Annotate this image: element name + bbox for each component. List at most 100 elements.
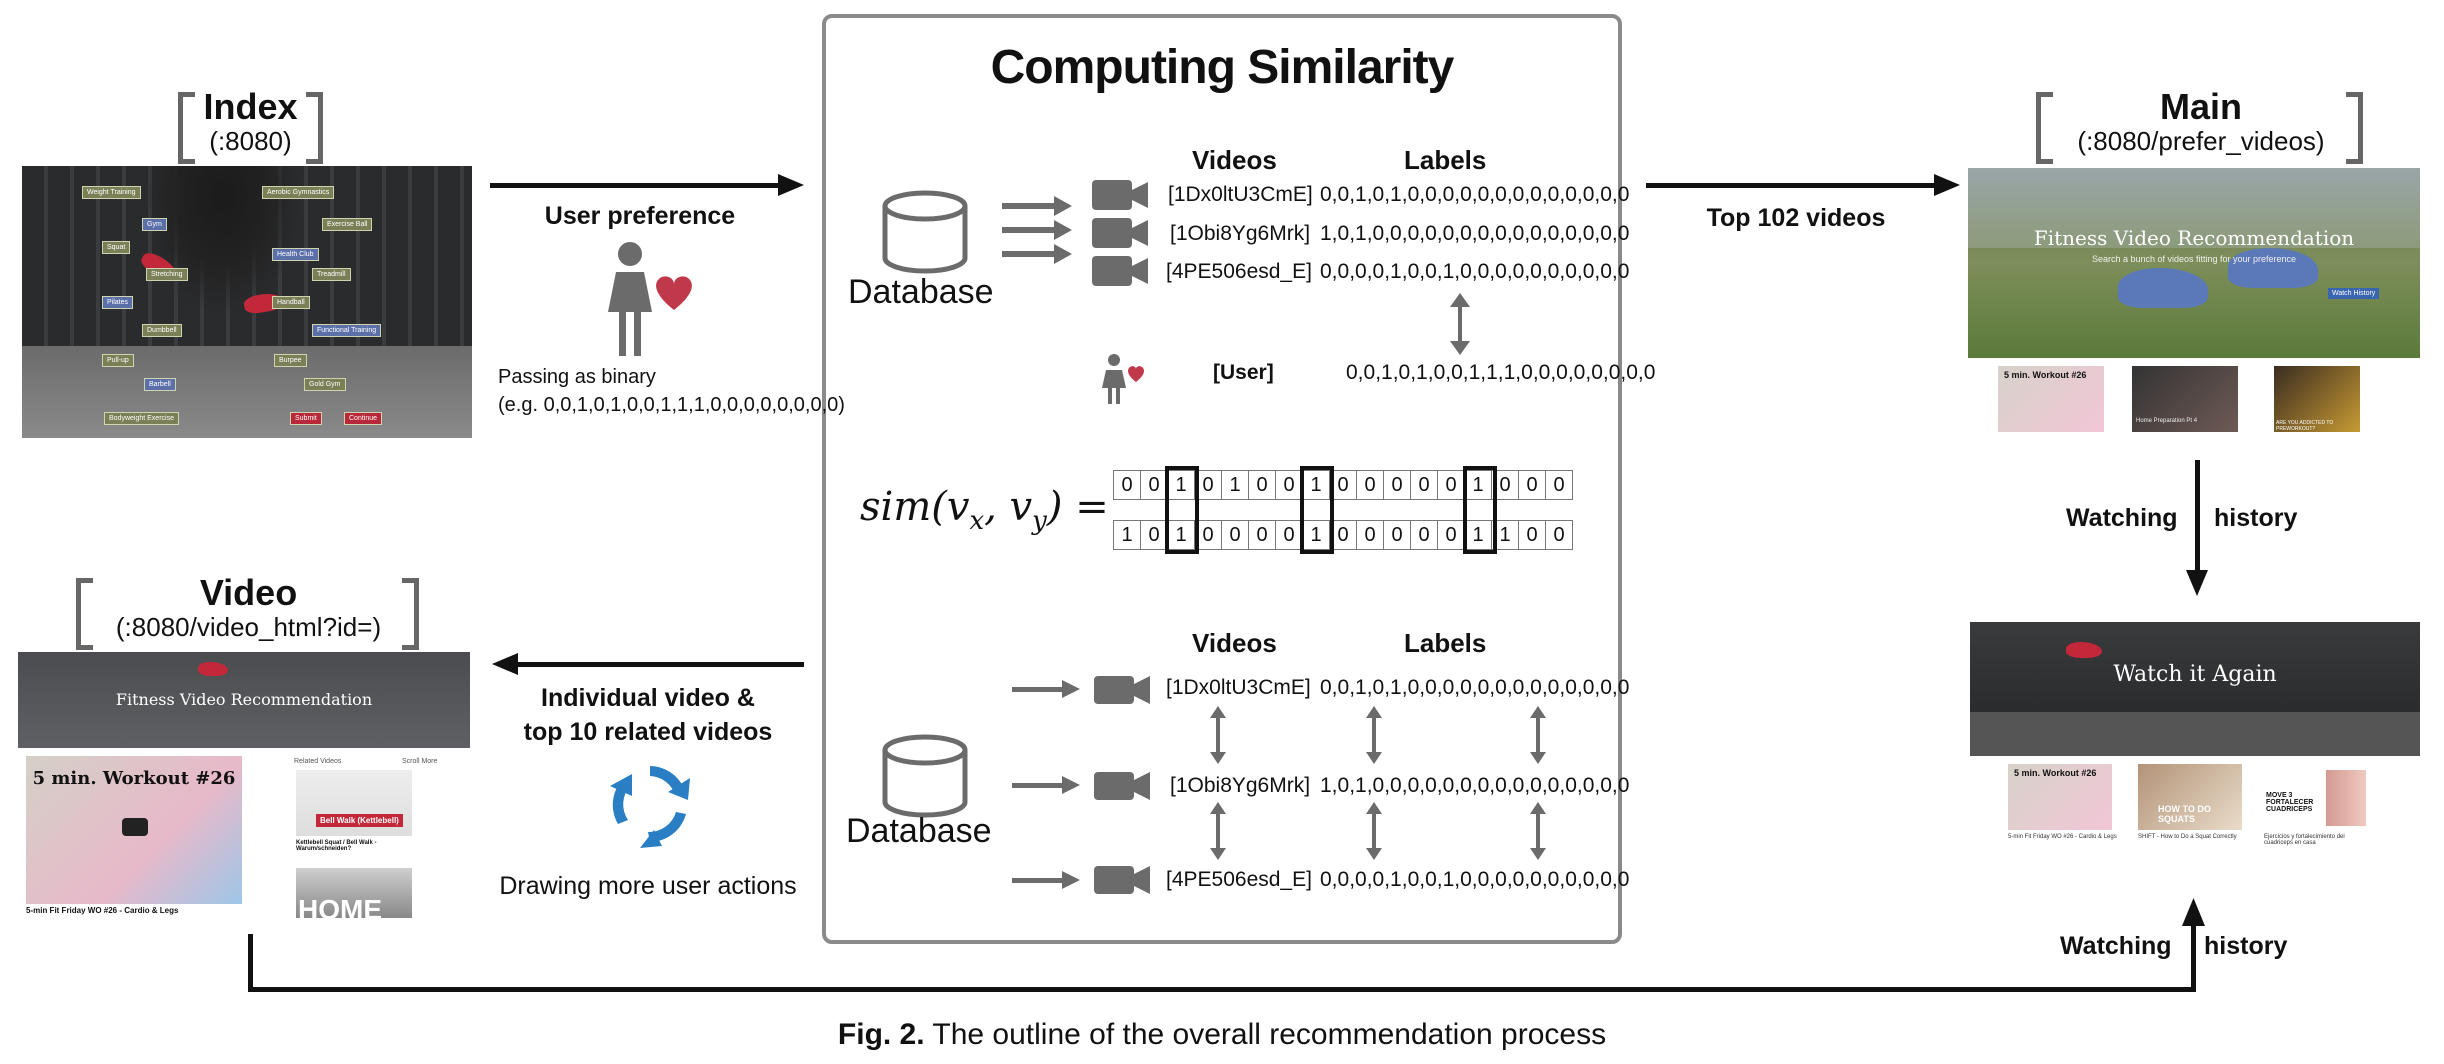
double-arrow-icon (1450, 293, 1470, 355)
preference-tag[interactable]: Continue (344, 412, 383, 425)
main-thumb[interactable]: Home Preparation Pt 4 (2132, 366, 2238, 432)
bit-cell: 1 (1113, 520, 1141, 550)
main-port: (:8080/prefer_videos) (2077, 126, 2325, 156)
thumb-title: ARE YOU ADDICTED TO PREWORKOUT? (2276, 420, 2334, 432)
related-thumb[interactable]: Bell Walk (Kettlebell) (296, 770, 412, 836)
hero-bg (1968, 168, 2420, 248)
video-id: [4PE506esd_E] (1166, 868, 1312, 891)
arrow-down (2186, 460, 2208, 596)
preference-tag[interactable]: Weight Training (82, 186, 141, 199)
videos-header: Videos (1192, 628, 1277, 658)
thumb-caption: 5-min Fit Friday WO #26 - Cardio & Legs (2008, 834, 2117, 840)
thumb-title: Home Preparation Pt 4 (2136, 418, 2198, 424)
video-camera-icon (1092, 180, 1148, 286)
bit-cell: 0 (1356, 470, 1384, 500)
related-header: Related Videos (294, 758, 342, 765)
bit-cell: 0 (1356, 520, 1384, 550)
again-thumb[interactable]: 5 min. Workout #26 (2008, 764, 2112, 830)
figure-caption: Fig. 2. The outline of the overall recom… (0, 1018, 2444, 1052)
preference-tag[interactable]: Treadmill (312, 268, 351, 281)
figure-label: Fig. 2. (837, 1018, 925, 1051)
scroll-more-link[interactable]: Scroll More (402, 758, 438, 765)
refresh-cycle-icon (610, 766, 690, 848)
shoe-blue (2228, 248, 2318, 288)
preference-tag[interactable]: Handball (272, 296, 310, 309)
database-label: Database (846, 812, 992, 850)
preference-tag[interactable]: Functional Training (312, 324, 382, 337)
thumb-caption: Ejercicios y fortalecimiento del cuadric… (2264, 834, 2345, 846)
watching-history-label: Watching (2066, 504, 2178, 532)
video-port: (:8080/video_html?id=) (115, 612, 382, 642)
bit-cell: 0 (1140, 470, 1168, 500)
bit-cell: 0 (1248, 520, 1276, 550)
bit-cell: 0 (1545, 520, 1573, 550)
main-video-player[interactable]: 5 min. Workout #26 (26, 756, 242, 904)
thumb-title: 5 min. Workout #26 (32, 768, 236, 789)
video-header-screenshot: Fitness Video Recommendation (18, 652, 470, 748)
bit-cell: 0 (1275, 520, 1303, 550)
preference-tag[interactable]: Barbell (144, 378, 176, 391)
preference-tag[interactable]: Gym (142, 218, 167, 231)
again-thumb[interactable]: MOVE 3 FORTALECER CUADRICEPS (2264, 764, 2374, 830)
bit-cell: 0 (1437, 520, 1465, 550)
related-thumb-label: HOME (298, 894, 382, 918)
preference-tag[interactable]: Health Club (272, 248, 319, 261)
top-videos-label: Top 102 videos (1706, 204, 1886, 232)
bracket-left (76, 578, 93, 650)
thumb-title: HOW TO DO SQUATS (2158, 804, 2211, 824)
passing-binary-label: Passing as binary (498, 366, 656, 388)
hero-title: Fitness Video Recommendation (115, 690, 373, 709)
bit-cell: 0 (1113, 470, 1141, 500)
play-icon[interactable] (122, 818, 148, 836)
thumb-title: MOVE 3 FORTALECER CUADRICEPS (2266, 792, 2314, 813)
passing-binary-example: (e.g. 0,0,1,0,1,0,0,1,1,1,0,0,0,0,0,0,0,… (498, 394, 845, 416)
preference-tag[interactable]: Bodyweight Exercise (104, 412, 179, 425)
bit-cell: 0 (1437, 470, 1465, 500)
bit-cell: 0 (1248, 470, 1276, 500)
bracket-left (178, 92, 195, 164)
preference-tag[interactable]: Pilates (102, 296, 134, 309)
video-id: [1Obi8Yg6Mrk] (1170, 222, 1311, 245)
preference-tag[interactable]: Squat (102, 241, 131, 254)
feed-arrows (1002, 196, 1072, 264)
preference-tag[interactable]: Aerobic Gymnastics (262, 186, 335, 199)
main-thumb[interactable]: ARE YOU ADDICTED TO PREWORKOUT? (2274, 366, 2360, 432)
preference-tag[interactable]: Exercise Ball (322, 218, 373, 231)
double-arrows (1210, 706, 1546, 860)
bit-cell: 0 (1221, 520, 1249, 550)
database-icon (882, 734, 968, 818)
video-labels: 1,0,1,0,0,0,0,0,0,0,0,0,0,0,0,0,0,0 (1320, 774, 1630, 797)
again-thumb[interactable]: HOW TO DO SQUATS (2138, 764, 2242, 830)
preference-tag[interactable]: Dumbbell (142, 324, 182, 337)
video-id: [4PE506esd_E] (1166, 260, 1312, 283)
video-labels: 0,0,0,0,1,0,0,1,0,0,0,0,0,0,0,0,0,0 (1320, 260, 1630, 283)
preference-tag[interactable]: Burpee (274, 354, 307, 367)
video-labels: 0,0,0,0,1,0,0,1,0,0,0,0,0,0,0,0,0,0 (1320, 868, 1630, 891)
shoe-red (198, 662, 228, 676)
preference-tag[interactable]: Pull-up (102, 354, 134, 367)
preference-tag[interactable]: Gold Gym (304, 378, 346, 391)
bit-cell: 0 (1140, 520, 1168, 550)
arrow-right (1646, 174, 1960, 196)
individual-video-label: Individual video & (541, 684, 755, 712)
watching-history-label: history (2204, 932, 2288, 960)
bit-cell: 1 (1221, 470, 1249, 500)
bit-cell: 0 (1410, 470, 1438, 500)
match-highlight (1300, 466, 1334, 554)
watching-history-label: Watching (2060, 932, 2172, 960)
bracket-left (2036, 92, 2053, 164)
preference-tag[interactable]: Stretching (146, 268, 188, 281)
main-thumb[interactable]: 5 min. Workout #26 (1998, 366, 2104, 432)
floor (22, 346, 472, 438)
related-thumb[interactable]: HOME (296, 868, 412, 918)
database-label: Database (848, 273, 994, 311)
main-video-caption: 5-min Fit Friday WO #26 - Cardio & Legs (26, 906, 179, 915)
match-highlight (1463, 466, 1497, 554)
thumb-caption: SHIFT - How to Do a Squat Correctly (2138, 834, 2237, 840)
similarity-formula: sim(vx, vy) = (860, 484, 1109, 536)
watching-history-label: history (2214, 504, 2298, 532)
preference-tag[interactable]: Submit (290, 412, 322, 425)
watch-history-button[interactable]: Watch History (2328, 288, 2380, 299)
